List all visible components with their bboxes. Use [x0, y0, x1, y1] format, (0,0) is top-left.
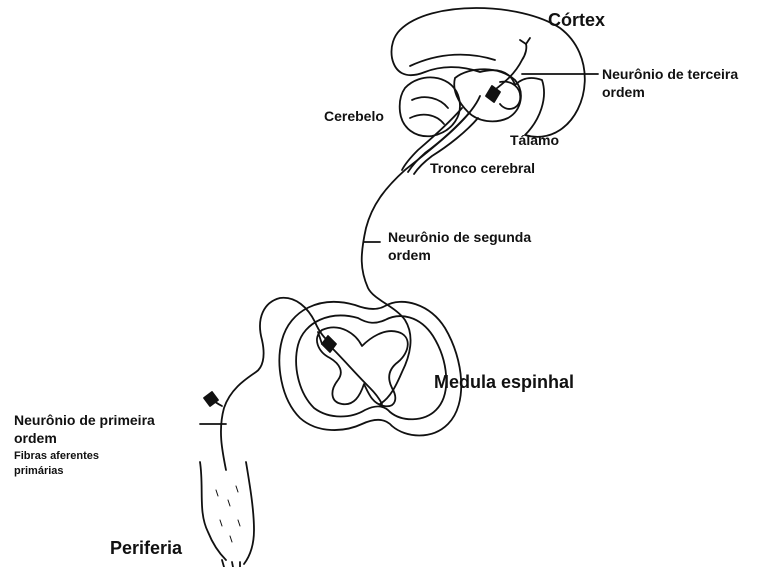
third-order-dendrite-b: [526, 38, 530, 44]
first-order-axon: [221, 298, 332, 470]
third-order-axon: [492, 44, 526, 92]
cerebellum-label: Cerebelo: [324, 108, 384, 125]
third-order-neuron-label-line1: Neurônio de terceira: [602, 66, 738, 83]
cortex-label: Córtex: [548, 10, 605, 32]
thalamus-lobe: [500, 82, 520, 109]
third-order-dendrite-a: [520, 40, 526, 44]
third-order-neuron-label-line2: ordem: [602, 84, 645, 101]
afferent-fibers-label-line2: primárias: [14, 465, 64, 478]
cerebellum-outline: [400, 77, 460, 136]
second-order-neuron-label-line1: Neurônio de segunda: [388, 229, 531, 246]
second-order-neuron-label-line2: ordem: [388, 247, 431, 264]
first-order-soma: [204, 392, 218, 406]
thalamus-label: Tálamo: [510, 132, 559, 149]
cerebellum-fold-2: [410, 115, 444, 124]
first-order-neuron-label-line1: Neurônio de primeira: [14, 412, 155, 429]
first-order-neuron-label-line2: ordem: [14, 430, 57, 447]
periphery-label: Periferia: [110, 538, 182, 560]
brainstem-label: Tronco cerebral: [430, 160, 535, 177]
afferent-fibers-label-line1: Fibras aferentes: [14, 450, 99, 463]
periphery-limb: [200, 462, 254, 564]
spinal-cord-label: Medula espinhal: [434, 372, 574, 394]
cerebellum-fold: [412, 97, 448, 108]
periphery-paw-toes: [222, 560, 240, 567]
periphery-limb-texture: [216, 486, 240, 542]
cortex-inner-fold: [410, 55, 495, 66]
